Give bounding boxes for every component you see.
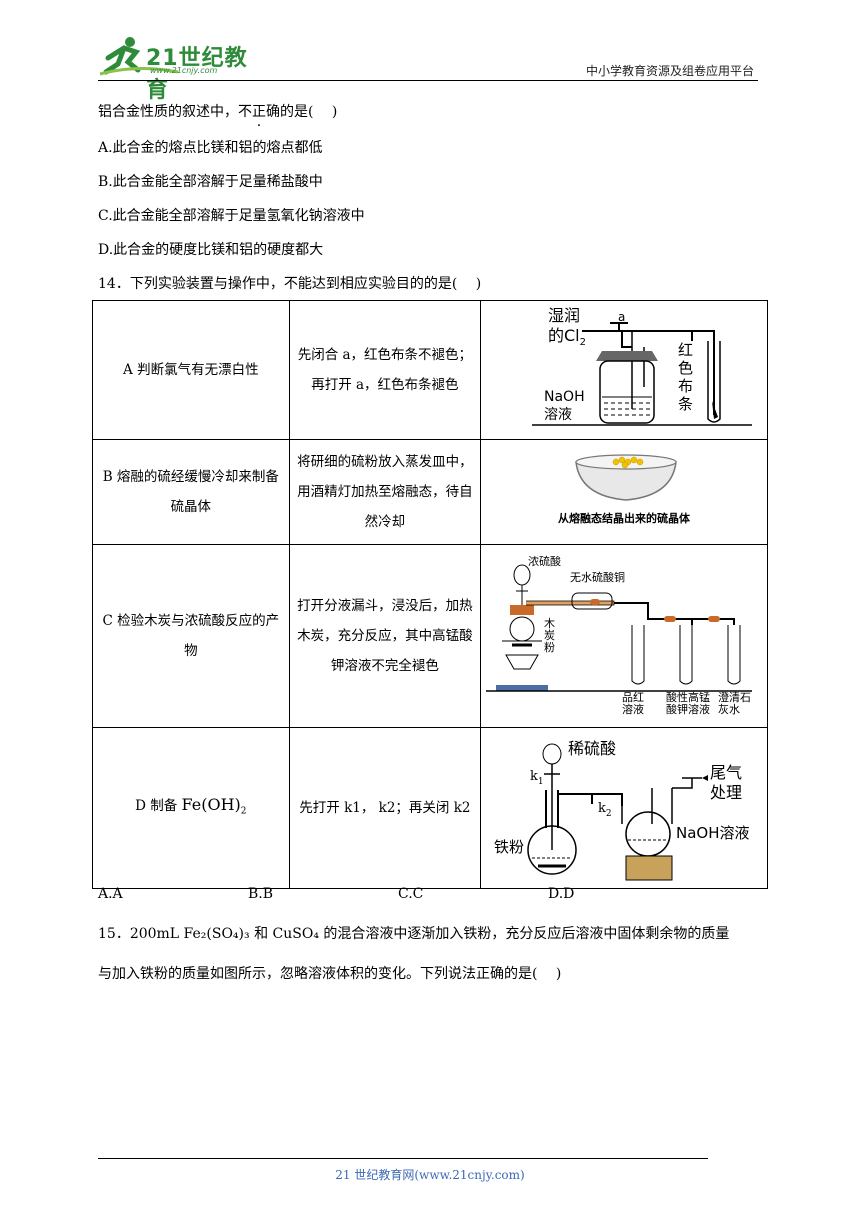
figure-cell: 稀硫酸 k1 k2 铁粉 尾气 处理 NaOH溶液: [480, 727, 768, 889]
q14-option-b: B.B: [248, 886, 274, 902]
svg-text:尾气: 尾气: [710, 763, 742, 782]
svg-text:溶液: 溶液: [544, 407, 572, 423]
operation-cell: 打开分液漏斗，浸没后，加热木炭，充分反应，其中高锰酸钾溶液不完全褪色: [288, 544, 482, 728]
svg-text:的Cl2: 的Cl2: [548, 326, 586, 348]
q14-option-a: A.A: [98, 886, 123, 902]
sulfur-crystal-dish-diagram: 从熔融态结晶出来的硫晶体: [558, 454, 691, 525]
svg-text:红: 红: [678, 341, 693, 359]
svg-text:a: a: [618, 310, 625, 324]
q13-option-d: D.此合金的硬度比镁和铝的硬度都大: [98, 242, 324, 258]
operation-cell: 将研细的硫粉放入蒸发皿中，用酒精灯加热至熔融态，待自然冷却: [288, 439, 482, 545]
footer-divider: [98, 1158, 708, 1159]
header-divider: [98, 80, 758, 81]
figure-cell: 从熔融态结晶出来的硫晶体: [480, 439, 768, 545]
svg-text:炭: 炭: [544, 629, 555, 642]
q14-option-c: C.C: [398, 886, 424, 902]
q15-stem-line2: 与加入铁粉的质量如图所示，忽略溶液体积的变化。下列说法正确的是( ): [98, 966, 562, 982]
svg-text:灰水: 灰水: [718, 702, 740, 716]
svg-text:条: 条: [678, 395, 693, 413]
figure-cell: 湿润 的Cl2 a NaOH 溶液 红 色 布 条: [480, 300, 768, 440]
svg-text:k1: k1: [530, 769, 544, 787]
svg-text:NaOH: NaOH: [544, 389, 585, 405]
q15-stem-line1: 15．200mL Fe₂(SO₄)₃ 和 CuSO₄ 的混合溶液中逐渐加入铁粉，…: [98, 926, 730, 942]
charcoal-acid-apparatus-diagram: 浓硫酸 无水硫酸铜 木 炭 粉 品红 溶液: [486, 554, 753, 716]
figure-caption: 从熔融态结晶出来的硫晶体: [558, 511, 691, 525]
q13-option-a: A.此合金的熔点比镁和铝的熔点都低: [98, 140, 323, 156]
svg-text:澄清石: 澄清石: [718, 690, 751, 704]
logo-text: 21世纪教育: [146, 46, 248, 103]
purpose-cell: C 检验木炭与浓硫酸反应的产物: [92, 544, 290, 728]
footer-link[interactable]: 21 世纪教育网(www.21cnjy.com): [335, 1168, 525, 1182]
svg-text:酸性高锰: 酸性高锰: [666, 690, 710, 704]
q13-option-b: B.此合金能全部溶解于足量稀盐酸中: [98, 174, 323, 190]
svg-text:粉: 粉: [544, 641, 555, 654]
table-row: B 熔融的硫经缓慢冷却来制备硫晶体 将研细的硫粉放入蒸发皿中，用酒精灯加热至熔融…: [92, 439, 768, 545]
emphasis-text: 不正确: [238, 104, 280, 120]
table-row: C 检验木炭与浓硫酸反应的产物 打开分液漏斗，浸没后，加热木炭，充分反应，其中高…: [92, 544, 768, 728]
q14-stem: 14．下列实验装置与操作中，不能达到相应实验目的的是( ): [98, 276, 482, 292]
svg-text:NaOH溶液: NaOH溶液: [676, 824, 750, 842]
svg-text:浓硫酸: 浓硫酸: [528, 554, 561, 568]
logo-url: www.21cnjy.com: [150, 66, 218, 75]
purpose-cell: B 熔融的硫经缓慢冷却来制备硫晶体: [92, 439, 290, 545]
svg-text:溶液: 溶液: [622, 702, 644, 716]
operation-cell: 先闭合 a，红色布条不褪色；再打开 a，红色布条褪色: [288, 300, 482, 440]
svg-text:无水硫酸铜: 无水硫酸铜: [570, 570, 625, 584]
svg-text:酸钾溶液: 酸钾溶液: [666, 702, 710, 716]
table-row: A 判断氯气有无漂白性 先闭合 a，红色布条不褪色；再打开 a，红色布条褪色 湿…: [92, 300, 768, 440]
q14-option-d: D.D: [548, 886, 575, 902]
svg-text:处理: 处理: [710, 783, 742, 802]
svg-text:湿润: 湿润: [548, 306, 580, 325]
svg-text:铁粉: 铁粉: [494, 838, 524, 856]
operation-cell: 先打开 k1， k2；再关闭 k2: [288, 727, 482, 889]
svg-text:稀硫酸: 稀硫酸: [568, 739, 616, 758]
ferrous-hydroxide-apparatus-diagram: 稀硫酸 k1 k2 铁粉 尾气 处理 NaOH溶液: [494, 739, 750, 881]
svg-text:色: 色: [678, 359, 693, 377]
purpose-cell: D 制备 Fe(OH)2: [92, 727, 290, 889]
svg-text:k2: k2: [598, 801, 612, 819]
header-platform-text: 中小学教育资源及组卷应用平台: [585, 64, 754, 78]
table-row: D 制备 Fe(OH)2 先打开 k1， k2；再关闭 k2 稀硫酸 k1 k2…: [92, 727, 768, 889]
svg-text:布: 布: [678, 377, 693, 395]
svg-text:木: 木: [544, 617, 555, 630]
svg-text:品红: 品红: [622, 691, 644, 704]
q13-stem: 铝合金性质的叙述中，不正确的是( ): [98, 102, 337, 122]
runner-logo-icon: [99, 37, 179, 76]
figure-cell: 浓硫酸 无水硫酸铜 木 炭 粉 品红 溶液: [480, 544, 768, 728]
purpose-cell: A 判断氯气有无漂白性: [92, 300, 290, 440]
site-logo: 21世纪教育 www.21cnjy.com: [98, 34, 268, 103]
q14-table: A 判断氯气有无漂白性 先闭合 a，红色布条不褪色；再打开 a，红色布条褪色 湿…: [92, 300, 768, 889]
q13-option-c: C.此合金能全部溶解于足量氢氧化钠溶液中: [98, 208, 365, 224]
chlorine-apparatus-diagram: 湿润 的Cl2 a NaOH 溶液 红 色 布 条: [532, 306, 753, 426]
